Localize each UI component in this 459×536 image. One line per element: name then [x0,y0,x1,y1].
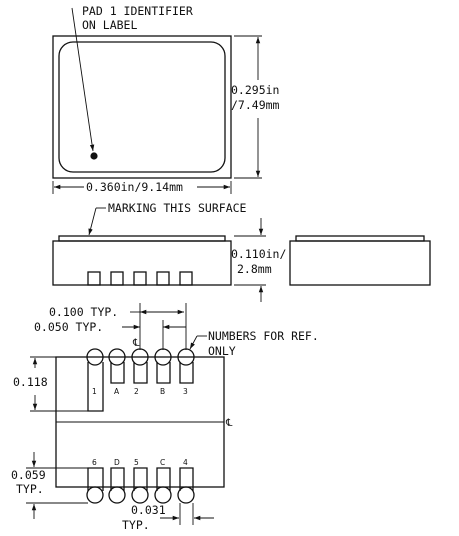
pad-label-5: 5 [134,458,139,467]
thickness-inches: 0.110in/ [231,247,286,261]
pad-width-typ: TYP. [122,518,150,532]
numbers-only-note: ONLY [208,344,236,358]
side-view: MARKING THIS SURFACE 0.110in/ 2.8mm [52,201,431,302]
pad-label-6: 6 [92,458,97,467]
bottom-view: 0.100 TYP. 0.050 TYP. ℄ NUMBERS FOR REF.… [11,303,319,532]
label-outline [58,41,226,173]
pad-label-C: C [160,458,165,467]
thickness-mm: 2.8mm [237,262,272,276]
row-offset-dim: 0.118 [13,375,48,389]
pad-label-1: 1 [92,387,97,396]
end-side-body [289,240,431,286]
pad-height-dim: 0.059 [11,468,46,482]
pad-label-3: 3 [183,387,188,396]
pitch-typ: 0.100 TYP. [49,305,118,319]
side-body [52,240,232,286]
marking-surface-label: MARKING THIS SURFACE [108,201,247,215]
height-mm: /7.49mm [231,98,280,112]
pad1-dot [90,152,98,160]
pad-label-4: 4 [183,458,188,467]
pad-height-typ: TYP. [16,482,44,496]
width-dimension: 0.360in/9.14mm [86,180,183,194]
top-view: PAD 1 IDENTIFIER ON LABEL 0.295in /7.49m… [52,4,280,194]
pad1-identifier-label: PAD 1 IDENTIFIER [82,4,193,18]
pad-label-A: A [114,387,120,396]
pad-width-dim: 0.031 [131,503,166,517]
svg-text:℄: ℄ [132,338,140,349]
half-pitch-typ: 0.050 TYP. [34,320,103,334]
svg-text:℄: ℄ [225,418,233,429]
pad1-on-label: ON LABEL [82,18,137,32]
pad-label-2: 2 [134,387,139,396]
pad-label-D: D [114,458,120,467]
numbers-ref-note: NUMBERS FOR REF. [208,329,319,343]
pad1-leader [71,7,95,152]
package-top-outline [52,35,232,179]
height-inches: 0.295in [231,83,279,97]
pad-label-B: B [160,387,165,396]
